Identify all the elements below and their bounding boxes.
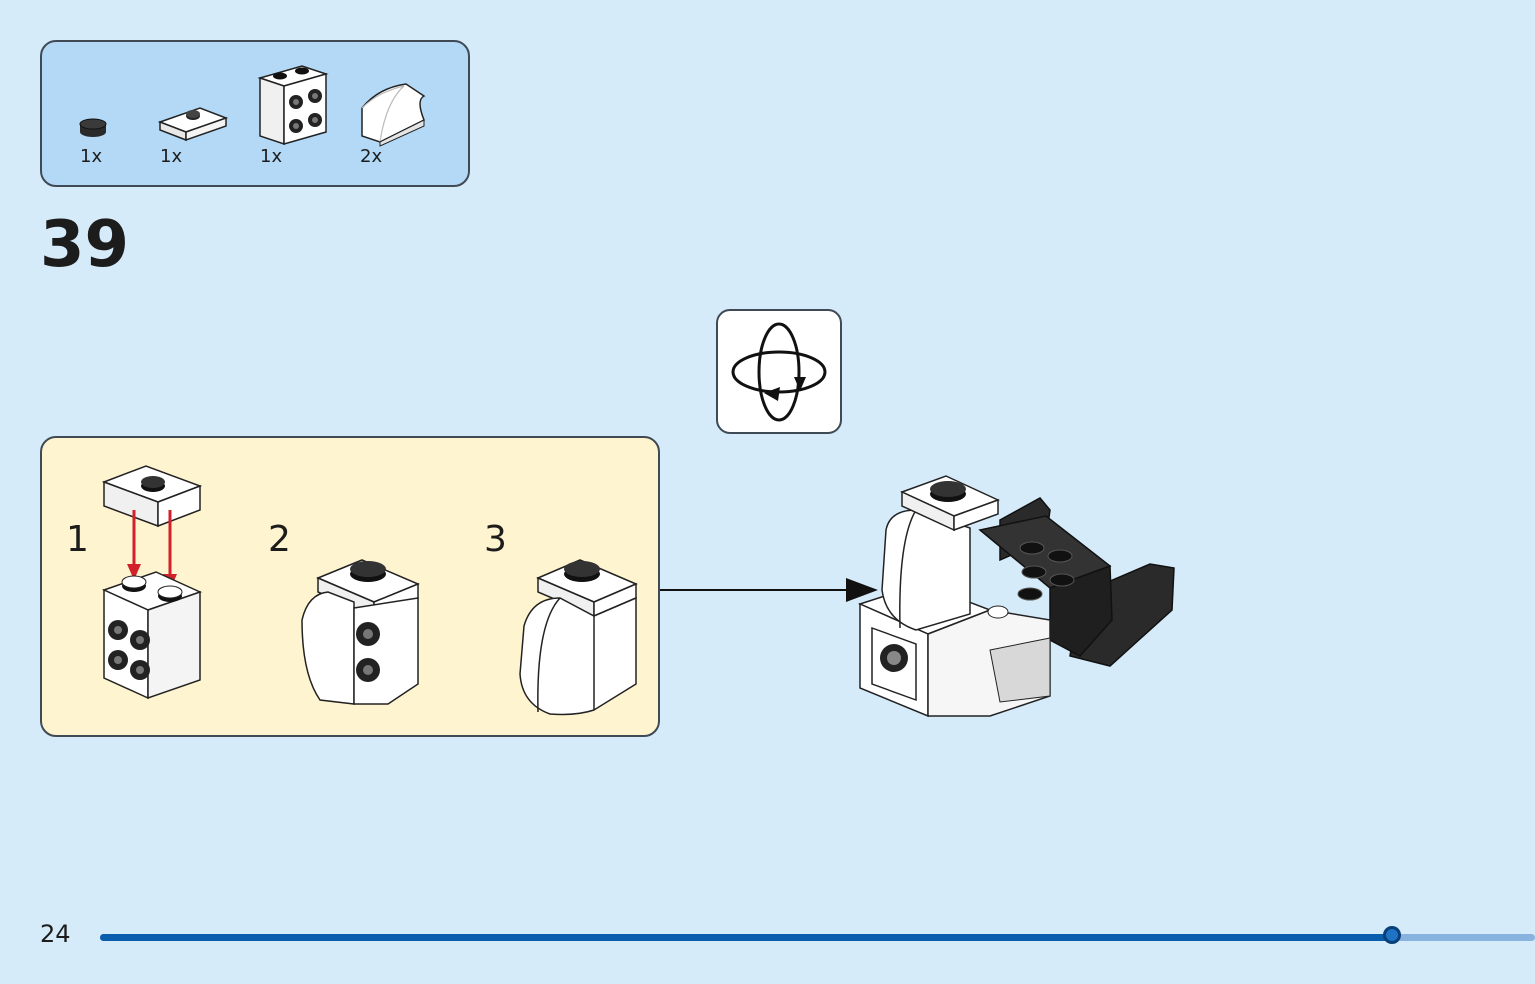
part-quantity: 1x: [80, 146, 103, 167]
round-tile-icon: [79, 118, 107, 137]
sub-step-3-illustration: [519, 559, 638, 716]
step-number: 39: [40, 208, 130, 282]
part-quantity: 1x: [160, 146, 183, 167]
attach-arrow: [660, 578, 878, 602]
rotate-model-icon: [731, 322, 827, 422]
rotate-callout: [716, 309, 842, 434]
progress-bar: [100, 926, 1535, 944]
sub-step-number: 2: [268, 519, 291, 560]
part-quantity: 1x: [260, 146, 283, 167]
progress-bar-fill: [100, 934, 1392, 941]
curved-slope-icon: [361, 83, 426, 147]
sub-step-number: 1: [66, 519, 89, 560]
bracket-brick-icon: [257, 65, 329, 146]
parts-list-box: 1x 1x 1x 2x: [40, 40, 470, 187]
jumper-plate-icon: [157, 107, 229, 142]
sub-step-2-illustration: [301, 559, 420, 705]
page-number: 24: [40, 920, 71, 948]
progress-bar-knob: [1382, 926, 1401, 944]
part-quantity: 2x: [360, 146, 383, 167]
sub-step-number: 3: [484, 519, 507, 560]
main-model-illustration: [857, 475, 1175, 718]
sub-build-box: 1 2 3: [40, 436, 660, 737]
sub-step-1-illustration: [101, 465, 203, 700]
